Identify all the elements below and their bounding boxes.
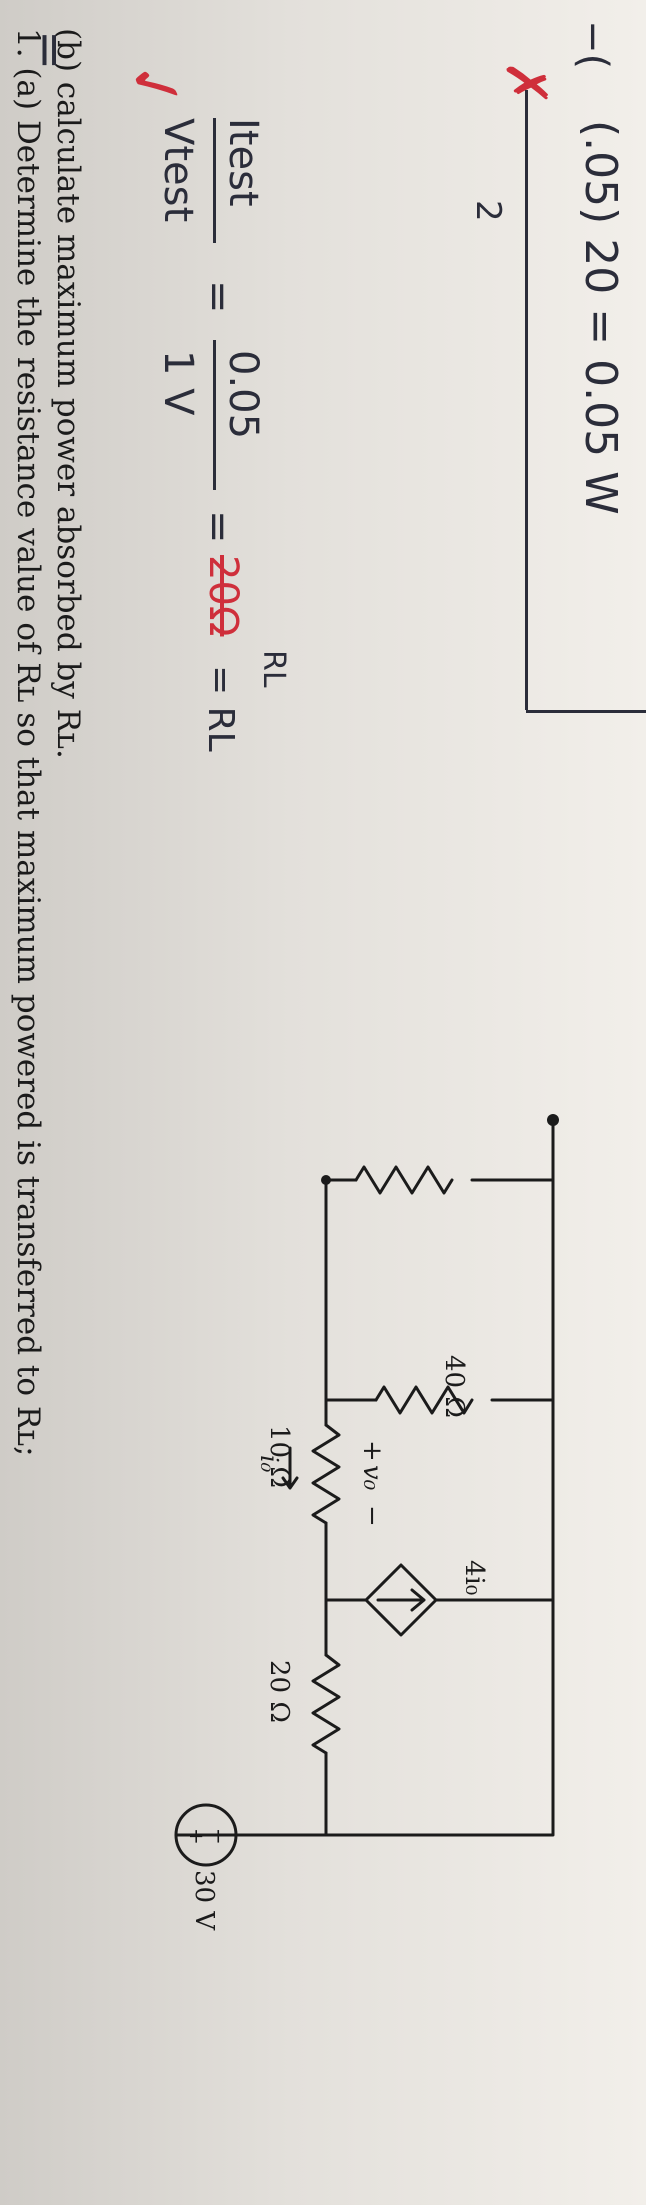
current-arrow bbox=[281, 1446, 299, 1490]
terminal-node-b bbox=[547, 1114, 559, 1126]
answer-box-top bbox=[525, 90, 528, 710]
resistor-40-ohm bbox=[374, 1385, 474, 1415]
io-label: i₀ bbox=[255, 1455, 283, 1473]
fraction-bar-left bbox=[213, 118, 216, 243]
vtest: Vtest bbox=[155, 118, 201, 223]
vsource-label: 30 V bbox=[189, 1870, 219, 1931]
r40-label: 40 Ω bbox=[439, 1355, 469, 1418]
wire-top-right bbox=[174, 1751, 328, 1837]
denominator: 0.05 bbox=[220, 350, 266, 440]
r10-label: 10 Ω bbox=[264, 1425, 294, 1488]
crossed-value: 20Ω bbox=[200, 555, 246, 637]
resistor-rl bbox=[354, 1165, 454, 1195]
exponent-2: 2 bbox=[468, 200, 508, 222]
dep-source-label: 4i₀ bbox=[459, 1560, 489, 1595]
rl-label: RL bbox=[256, 650, 291, 688]
equals-rl: = RL bbox=[200, 665, 241, 752]
left-equals: = bbox=[22, 30, 78, 71]
r20-label: 20 Ω bbox=[264, 1660, 294, 1723]
dependent-source-arrow bbox=[376, 1588, 426, 1612]
equals-2: = bbox=[195, 510, 241, 544]
fraction-bar-right bbox=[213, 340, 216, 490]
resistor-20-ohm bbox=[311, 1653, 341, 1755]
power-calculation: (.05) 20 = 0.05 W bbox=[575, 120, 626, 515]
voltage-source-circle bbox=[174, 1803, 238, 1867]
vo-minus: − bbox=[357, 1505, 387, 1527]
vsource-plus: + bbox=[185, 1828, 209, 1845]
resistor-10-ohm bbox=[311, 1423, 341, 1525]
vo-label: v₀ bbox=[357, 1465, 387, 1491]
numerator: 1 V bbox=[155, 350, 201, 416]
terminal-node-a bbox=[321, 1175, 331, 1185]
itest: Itest bbox=[220, 118, 266, 207]
bottom-left: −( bbox=[570, 20, 616, 70]
wire-bottom bbox=[234, 1118, 555, 1837]
equals-1: = bbox=[195, 280, 241, 314]
answer-box-right bbox=[526, 710, 646, 713]
vo-plus: + bbox=[357, 1440, 387, 1462]
vsource-minus: − bbox=[207, 1828, 231, 1845]
